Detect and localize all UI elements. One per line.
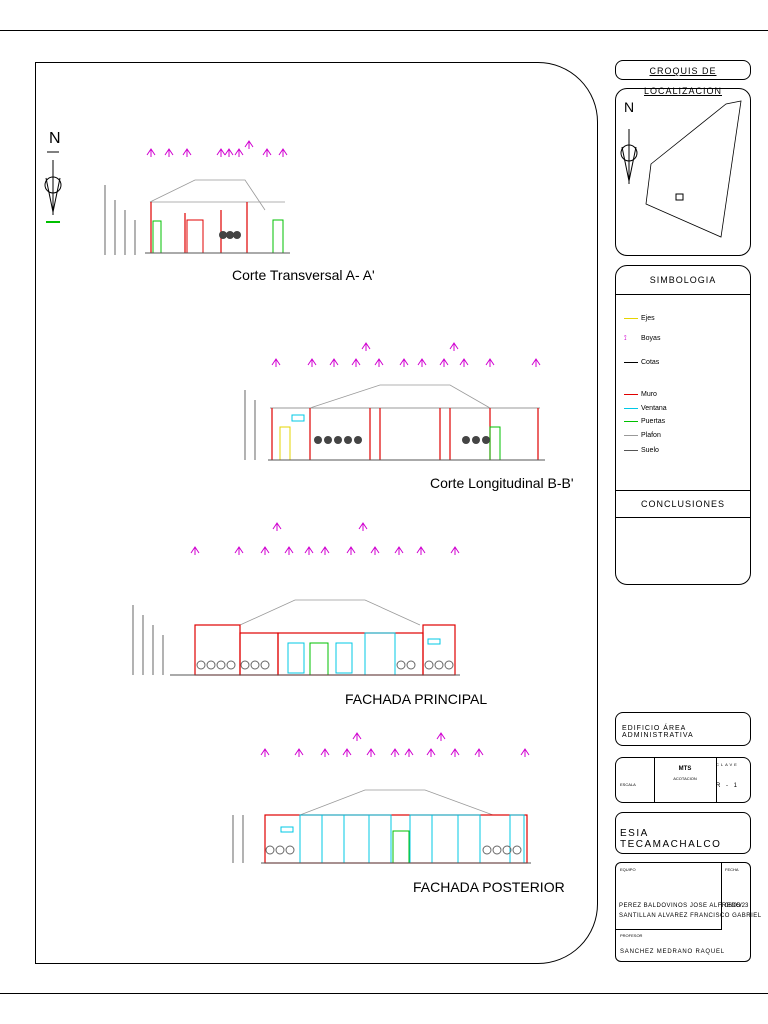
escuela-name: ESIA TECAMACHALCO	[620, 828, 722, 850]
mts-cell: MTS ACOTACION	[654, 758, 717, 802]
equipo-label: EQUIPO	[620, 867, 636, 872]
fachada-posterior-title: FACHADA POSTERIOR	[413, 879, 565, 895]
compass-icon	[44, 151, 62, 223]
muro-line-icon	[624, 393, 638, 395]
croquis-panel: N	[615, 88, 751, 256]
fecha-value: 06/05/23	[725, 903, 749, 909]
profesor-label: PROFESOR	[620, 933, 643, 938]
croquis-title: CROQUIS DE LOCALIZACION	[643, 66, 722, 96]
corte-transversal-drawing	[104, 140, 290, 255]
sheet-frame	[0, 30, 768, 994]
edificio-name: EDIFICIO ÁREA ADMINISTRATIVA	[622, 725, 694, 739]
legend-plafon: Plafon	[624, 431, 661, 441]
north-label: N	[49, 130, 61, 147]
legend-muro: Muro	[624, 390, 657, 400]
ventana-line-icon	[624, 407, 638, 409]
equipo-member-2: SANTILLAN ALVAREZ FRANCISCO GABRIEL	[619, 913, 762, 919]
boyas-row	[146, 140, 288, 157]
equipo-cell: EQUIPO PEREZ BALDOVINOS JOSE ALFREDO SAN…	[616, 863, 761, 930]
conclusiones-header: CONCLUSIONES	[616, 490, 750, 518]
fecha-label: FECHA	[725, 867, 739, 872]
cotas-line-icon	[624, 361, 638, 363]
drawing-area	[35, 62, 598, 964]
legend-boyas: ⟟Boyas	[624, 335, 661, 342]
corte-transversal-title: Corte Transversal A- A'	[232, 267, 375, 283]
clave-cell: CLAVE R - 1	[716, 758, 750, 802]
clave-value: R - 1	[716, 783, 740, 789]
legend-cotas: Cotas	[624, 358, 659, 368]
mts-value: MTS	[678, 766, 692, 772]
plafon-line-icon	[624, 434, 638, 436]
croquis-map	[620, 100, 742, 238]
corte-longitudinal-drawing	[244, 342, 545, 461]
puertas-line-icon	[624, 420, 638, 422]
edificio-box: EDIFICIO ÁREA ADMINISTRATIVA	[615, 712, 751, 746]
corte-longitudinal-title: Corte Longitudinal B-B'	[430, 475, 574, 491]
legend-ejes: Ejes	[624, 314, 655, 324]
profesor-name: SANCHEZ MEDRANO RAQUEL	[620, 949, 725, 955]
legend-puertas: Puertas	[624, 417, 665, 427]
escuela-box: ESIA TECAMACHALCO	[615, 812, 751, 854]
equipo-member-1: PEREZ BALDOVINOS JOSE ALFREDO	[619, 903, 742, 909]
legend-ventana: Ventana	[624, 404, 667, 414]
fachada-principal-drawing	[132, 522, 460, 676]
north-arrow-main: N	[40, 130, 70, 230]
fachada-posterior-drawing	[232, 732, 531, 864]
boya-icon: ⟟	[624, 335, 627, 342]
escala-label: ESCALA	[620, 782, 636, 787]
escala-box: ESCALA MTS ACOTACION CLAVE R - 1	[615, 757, 751, 803]
croquis-north-label: N	[624, 99, 635, 115]
acotacion-label: ACOTACION	[673, 776, 697, 781]
croquis-title-box: CROQUIS DE LOCALIZACION	[615, 60, 751, 96]
ejes-line-icon	[624, 317, 638, 319]
equipo-box: EQUIPO PEREZ BALDOVINOS JOSE ALFREDO SAN…	[615, 862, 761, 962]
suelo-line-icon	[624, 449, 638, 451]
clave-label: CLAVE	[716, 762, 739, 767]
simbologia-title: SIMBOLOGIA	[616, 266, 750, 295]
legend-suelo: Suelo	[624, 446, 659, 456]
fachada-principal-title: FACHADA PRINCIPAL	[345, 691, 488, 707]
simbologia-panel: SIMBOLOGIA Ejes ⟟Boyas Cotas Muro Ventan…	[615, 265, 751, 585]
conclusiones-title: CONCLUSIONES	[640, 499, 725, 509]
escala-cell: ESCALA	[616, 758, 655, 802]
